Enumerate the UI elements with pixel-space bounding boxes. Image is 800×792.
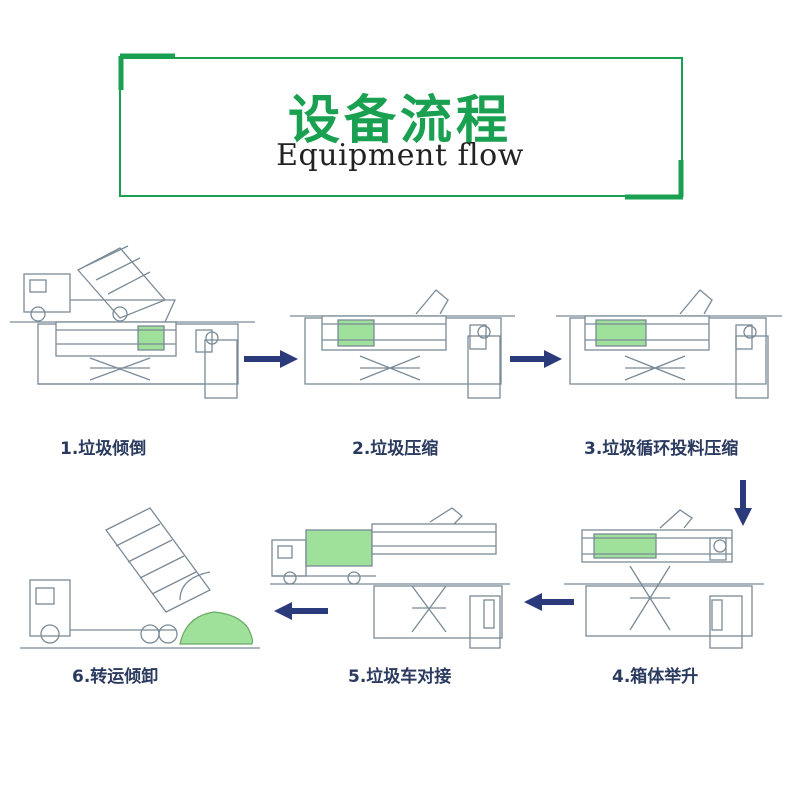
page-subtitle: Equipment flow: [276, 138, 524, 173]
arrow-1-to-2: [244, 350, 298, 368]
arrow-4-to-5: [524, 593, 574, 611]
page-title: 设备流程: [287, 91, 512, 151]
arrow-2-to-3: [510, 350, 562, 368]
step-5-label: 5.垃圾车对接: [348, 667, 452, 687]
arrow-3-to-4: [734, 480, 752, 526]
step-4-scene: [564, 509, 764, 649]
step-2-scene: [290, 289, 515, 399]
title-frame: [118, 53, 684, 200]
step-3-scene: [556, 289, 782, 399]
arrow-5-to-6: [274, 602, 328, 620]
step-2-label: 2.垃圾压缩: [352, 439, 439, 459]
step-6-scene: [20, 507, 260, 649]
step-4-label: 4.箱体举升: [612, 667, 699, 687]
step-3-label: 3.垃圾循环投料压缩: [584, 439, 739, 459]
step-1-label: 1.垃圾倾倒: [60, 439, 147, 459]
step-5-scene: [270, 507, 510, 649]
step-1-scene: [10, 245, 255, 399]
step-6-label: 6.转运倾卸: [72, 667, 159, 687]
garbage-pile: [179, 611, 254, 645]
